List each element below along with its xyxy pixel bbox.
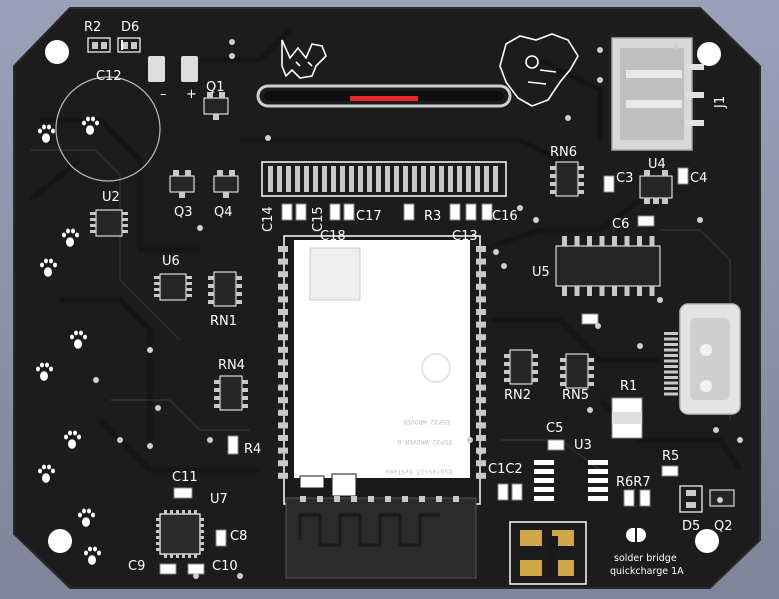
label-c1c2: C1C2 <box>488 462 523 477</box>
copper-traces <box>28 28 743 473</box>
label-c15: C15 <box>311 206 326 232</box>
module-text-2: ESP32-WROVER-B <box>397 438 452 446</box>
label-u2: U2 <box>102 190 120 205</box>
mounting-hole-bl <box>48 529 72 553</box>
label-c4: C4 <box>690 171 707 186</box>
label-c11: C11 <box>172 470 198 485</box>
fox-logo-left <box>281 39 327 79</box>
label-c8: C8 <box>230 529 247 544</box>
label-rn5: RN5 <box>562 388 589 403</box>
u5-chip <box>555 236 661 296</box>
label-c5: C5 <box>546 421 563 436</box>
label-rn6: RN6 <box>550 145 577 160</box>
battery-pad-minus <box>148 56 165 82</box>
label-q1: Q1 <box>206 80 225 95</box>
label-r6r7: R6R7 <box>616 475 651 490</box>
c12-outline <box>55 76 161 182</box>
label-c6: C6 <box>612 217 629 232</box>
label-r1: R1 <box>620 379 637 394</box>
module-text-3: Espressif Systems <box>385 468 452 476</box>
u2-chip <box>95 209 123 237</box>
slot-led-red <box>350 96 418 101</box>
label-q2: Q2 <box>714 519 733 534</box>
label-c18: C18 <box>320 229 346 244</box>
mounting-hole-tr <box>697 42 721 66</box>
label-c17: C17 <box>356 209 382 224</box>
label-c3: C3 <box>616 171 633 186</box>
pin-header <box>509 521 587 585</box>
label-u3: U3 <box>574 438 592 453</box>
u7-chip <box>159 513 201 555</box>
label-r3: R3 <box>424 209 441 224</box>
label-c14: C14 <box>261 206 276 232</box>
label-q3: Q3 <box>174 205 193 220</box>
label-c12: C12 <box>96 69 122 84</box>
label-u5: U5 <box>532 265 550 280</box>
label-rn2: RN2 <box>504 388 531 403</box>
esp32-module: ESP32-WROVER ESP32-WROVER-B Espressif Sy… <box>278 235 486 579</box>
label-r2: R2 <box>84 20 101 35</box>
label-u4: U4 <box>648 157 666 172</box>
board-slot <box>256 84 512 108</box>
label-rn1: RN1 <box>210 314 237 329</box>
battery-pad-plus <box>181 56 198 82</box>
label-r5: R5 <box>662 449 679 464</box>
mounting-hole-br <box>695 529 719 553</box>
label-rn4: RN4 <box>218 358 245 373</box>
note-quickcharge: quickcharge 1A <box>610 566 684 577</box>
fox-logo-right <box>499 33 579 107</box>
label-u7: U7 <box>210 492 228 507</box>
fpc-connector <box>261 161 507 197</box>
label-c10: C10 <box>212 559 238 574</box>
capacitor-row <box>281 203 493 221</box>
label-r4: R4 <box>244 442 261 457</box>
label-u6: U6 <box>162 254 180 269</box>
label-c13: C13 <box>452 229 478 244</box>
mounting-hole-tl <box>45 40 69 64</box>
usb-c-connector <box>664 303 741 415</box>
label-plus: + <box>186 87 197 102</box>
vias <box>93 39 743 579</box>
label-c16: C16 <box>492 209 518 224</box>
label-c9: C9 <box>128 559 145 574</box>
module-text-1: ESP32-WROVER <box>403 418 450 426</box>
label-d6: D6 <box>121 20 139 35</box>
label-q4: Q4 <box>214 205 233 220</box>
j1-connector <box>611 37 704 151</box>
label-minus: – <box>160 87 167 102</box>
label-d5: D5 <box>682 519 700 534</box>
note-solder-bridge: solder bridge <box>614 553 677 564</box>
label-j1: J1 <box>713 96 728 109</box>
paw-prints <box>36 116 101 565</box>
